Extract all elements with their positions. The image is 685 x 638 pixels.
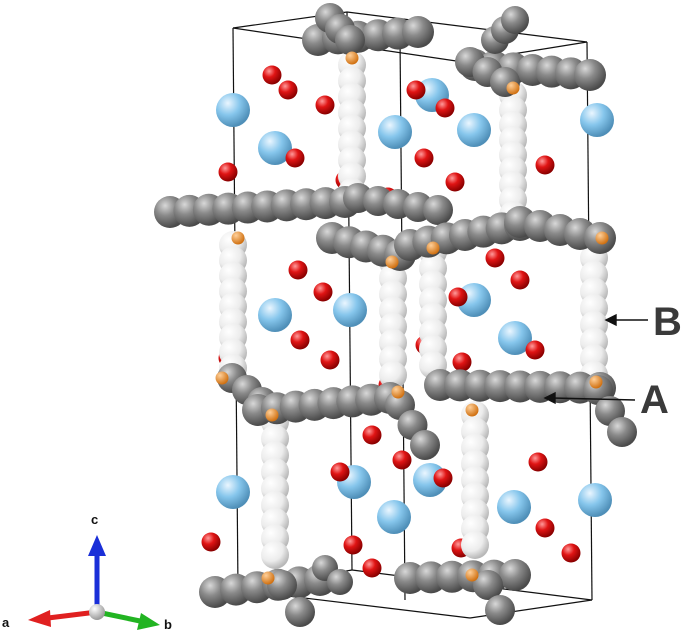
cation-atom (258, 131, 292, 165)
carbon-atom (410, 430, 440, 460)
arrow-a-head (543, 391, 556, 405)
cell-edge (346, 11, 588, 43)
cation-atom (578, 483, 612, 517)
axis-label-a: a (2, 615, 10, 630)
oxygen-atom (330, 462, 350, 482)
carbon-atom (335, 25, 365, 55)
junction-atom (595, 231, 609, 245)
cation-atom (377, 500, 411, 534)
oxygen-atom (448, 287, 468, 307)
callout-arrows (543, 313, 648, 405)
junction-atom (265, 408, 279, 422)
oxygen-atom (435, 98, 455, 118)
junction-atom (215, 371, 229, 385)
oxygen-atom (535, 518, 555, 538)
oxygen-atom (278, 80, 298, 100)
cation-atom (378, 115, 412, 149)
axis-b-head (137, 613, 160, 630)
oxygen-atom (510, 270, 530, 290)
axis-triad (28, 535, 160, 630)
oxygen-atom (452, 352, 472, 372)
label-a: A (640, 378, 669, 422)
axis-label-c: c (91, 512, 99, 527)
carbon-atom (499, 559, 531, 591)
axis-a-head (28, 610, 51, 627)
axis-origin (89, 604, 105, 620)
junction-layer (215, 51, 609, 585)
carbon-chain-layer (154, 3, 637, 627)
cation-atom (497, 490, 531, 524)
cation-atom (457, 113, 491, 147)
oxygen-atom (218, 162, 238, 182)
junction-atom (385, 255, 399, 269)
arrow-a-line (551, 397, 636, 401)
oxygen-atom (343, 535, 363, 555)
oxygen-atom (315, 95, 335, 115)
cation-atom (333, 293, 367, 327)
cation-atom (498, 321, 532, 355)
carbon-atom (285, 597, 315, 627)
carbon-atom (402, 16, 434, 48)
cation-atom (258, 298, 292, 332)
hydrogen-atom (379, 361, 407, 389)
oxygen-atom (288, 260, 308, 280)
oxygen-atom (485, 248, 505, 268)
cation-atom (216, 475, 250, 509)
arrow-b-head (604, 313, 617, 327)
carbon-atom (473, 570, 503, 600)
axis-a-line (47, 609, 98, 621)
oxygen-atom (313, 282, 333, 302)
oxygen-atom (262, 65, 282, 85)
carbon-atom (607, 417, 637, 447)
junction-atom (345, 51, 359, 65)
oxygen-atom (285, 148, 305, 168)
carbon-atom (485, 595, 515, 625)
oxygen-atom (525, 340, 545, 360)
cation-atom (216, 93, 250, 127)
oxygen-atom (320, 350, 340, 370)
carbon-atom (574, 59, 606, 91)
oxygen-atom (392, 450, 412, 470)
junction-atom (261, 571, 275, 585)
junction-atom (231, 231, 245, 245)
junction-atom (465, 403, 479, 417)
carbon-atom (327, 569, 353, 595)
oxygen-atom (290, 330, 310, 350)
junction-atom (391, 385, 405, 399)
oxygen-atom (362, 558, 382, 578)
junction-atom (506, 81, 520, 95)
oxygen-atom (201, 532, 221, 552)
oxygen-atom (433, 468, 453, 488)
oxygen-atom (535, 155, 555, 175)
carbon-atom (501, 6, 529, 34)
junction-atom (465, 568, 479, 582)
hydrogen-atom (461, 531, 489, 559)
oxygen-atom (414, 148, 434, 168)
oxygen-atom (362, 425, 382, 445)
axis-label-b: b (164, 617, 172, 632)
cation-atom (580, 103, 614, 137)
carbon-atom (423, 195, 453, 225)
oxygen-atom (406, 80, 426, 100)
junction-atom (426, 241, 440, 255)
oxygen-atom (528, 452, 548, 472)
hydrogen-atom (261, 541, 289, 569)
carbon-atom (267, 570, 297, 600)
oxygen-atom (445, 172, 465, 192)
oxygen-atom (561, 543, 581, 563)
label-b: B (653, 300, 682, 344)
junction-atom (589, 375, 603, 389)
axis-c-head (88, 535, 106, 556)
